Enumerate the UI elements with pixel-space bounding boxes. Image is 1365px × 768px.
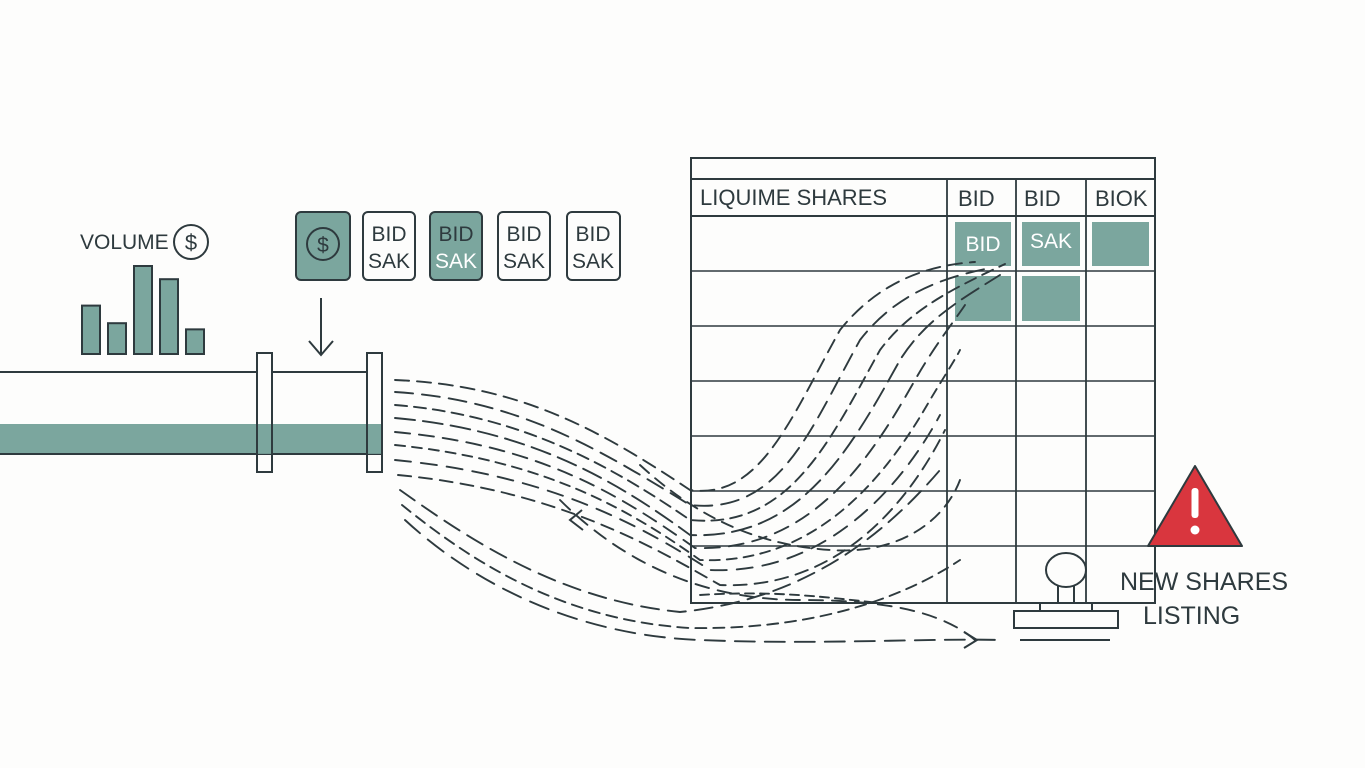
table-header-name: LIQUIME SHARES [700,185,887,210]
volume-bar-chart [81,265,205,356]
volume-bar [107,322,127,356]
svg-text:BID: BID [438,223,473,246]
svg-text:SAK: SAK [503,250,545,273]
pipe [0,352,383,473]
stamp-icon [1013,552,1119,641]
order-token-dollar: $ [295,211,351,281]
flow-arrowhead-icon [568,509,584,531]
table-header-bid: BID [1024,186,1061,211]
order-token: BID SAK [497,211,551,281]
order-token: BID SAK [362,211,416,281]
listing-label-line1: NEW SHARES [1120,568,1288,596]
order-cell-filled [955,222,1011,266]
order-cell-filled [1022,222,1080,266]
listing-label-line2: LISTING [1143,602,1240,630]
svg-text:$: $ [185,230,197,255]
order-cell-filled [1022,276,1080,321]
flow-arrowhead-icon [963,631,979,649]
cell-sak-label: SAK [1030,230,1072,253]
volume-bar [133,265,153,355]
order-cell-filled [1092,222,1149,266]
svg-text:$: $ [317,234,329,257]
warning-triangle-icon [1147,465,1243,547]
svg-text:BID: BID [506,223,541,246]
table-header-biok: BIOK [1095,186,1148,211]
volume-label: VOLUME [80,231,169,254]
order-flow-lines [394,261,1006,643]
svg-text:BID: BID [575,223,610,246]
svg-text:SAK: SAK [368,250,410,273]
svg-text:BID: BID [371,223,406,246]
volume-bar [185,328,205,355]
order-book-table: LIQUIME SHARES BID BID BIOK BID SAK [690,157,1156,604]
table-header-bid: BID [958,186,995,211]
cell-bid-label: BID [965,233,1000,256]
dollar-icon: $ [173,224,209,260]
svg-text:SAK: SAK [572,250,614,273]
svg-text:SAK: SAK [435,250,477,273]
volume-bar [81,304,101,356]
down-arrow-icon [308,298,334,357]
order-token-highlighted: BID SAK [429,211,483,281]
order-token: BID SAK [566,211,621,281]
volume-bar [159,278,179,356]
